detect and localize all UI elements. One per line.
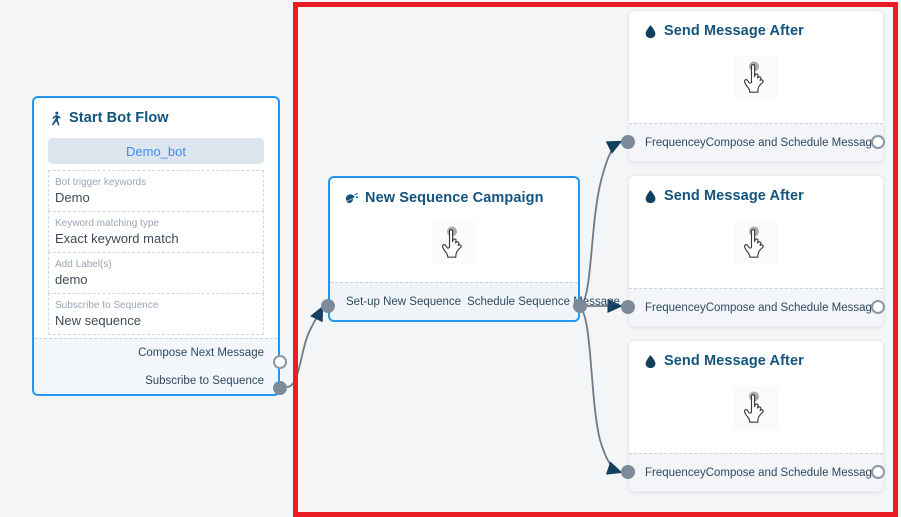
node-footer-ports: Frequencey Compose and Schedule Message [629, 288, 883, 326]
port-label-frequencey: Frequencey [645, 136, 706, 149]
megaphone-icon [345, 192, 358, 203]
node-footer-ports: Compose Next Message Subscribe to Sequen… [34, 338, 278, 394]
wire-campaign-to-card-1 [579, 140, 623, 307]
node-title: Send Message After [664, 353, 804, 369]
port-label-compose-and-schedule-message: Compose and Schedule Message [705, 301, 879, 314]
node-title: Start Bot Flow [69, 110, 169, 126]
bot-fields-list: Bot trigger keywords Demo Keyword matchi… [48, 170, 264, 335]
node-header: Send Message After [629, 11, 883, 45]
field-subscribe-to-sequence[interactable]: Subscribe to Sequence New sequence [48, 293, 264, 335]
node-header: Start Bot Flow [34, 98, 278, 132]
port-dot-subscribe-to-sequence[interactable] [273, 381, 287, 395]
node-body [629, 45, 883, 111]
field-label: Add Label(s) [55, 259, 112, 270]
port-dot-compose-next-message[interactable] [273, 355, 287, 369]
field-value: demo [55, 272, 88, 287]
port-dot-compose-and-schedule-message-2[interactable] [871, 300, 885, 314]
pointing-hand-cursor-icon [432, 221, 476, 265]
port-label: Subscribe to Sequence [145, 375, 264, 387]
field-value: Exact keyword match [55, 231, 179, 246]
port-dot-frequencey-2[interactable] [621, 300, 635, 314]
pointing-hand-cursor-icon [734, 56, 778, 100]
port-dot-frequencey-1[interactable] [621, 135, 635, 149]
port-label-frequencey: Frequencey [645, 466, 706, 479]
wire-subscribe-to-sequence [286, 305, 324, 388]
pointing-hand-cursor-icon [734, 221, 778, 265]
node-send-message-after-3[interactable]: Send Message After Frequencey Compose an… [628, 340, 884, 492]
bot-name-pill[interactable]: Demo_bot [48, 138, 264, 164]
port-dot-compose-and-schedule-message-1[interactable] [871, 135, 885, 149]
port-row-subscribe-to-sequence[interactable]: Subscribe to Sequence [34, 367, 264, 395]
field-label: Bot trigger keywords [55, 177, 147, 188]
port-label-frequencey: Frequencey [645, 301, 706, 314]
node-header: New Sequence Campaign [330, 178, 578, 212]
node-body [629, 375, 883, 441]
field-value: Demo [55, 190, 90, 205]
node-title: New Sequence Campaign [365, 190, 544, 206]
port-label-setup-new-sequence: Set-up New Sequence [346, 295, 462, 308]
field-value: New sequence [55, 313, 141, 328]
water-drop-icon [645, 24, 656, 38]
node-footer-ports: Set-up New Sequence Schedule Sequence Me… [330, 282, 620, 320]
node-body [330, 212, 578, 274]
node-new-sequence-campaign[interactable]: New Sequence Campaign Set-up New Sequenc… [328, 176, 620, 322]
node-header: Send Message After [629, 176, 883, 210]
port-label: Compose Next Message [138, 347, 264, 359]
port-dot-frequencey-3[interactable] [621, 465, 635, 479]
node-footer-ports: Frequencey Compose and Schedule Message [629, 123, 883, 161]
node-header: Send Message After [629, 341, 883, 375]
node-title: Send Message After [664, 188, 804, 204]
node-body [629, 210, 883, 276]
field-label: Keyword matching type [55, 218, 159, 229]
pointing-hand-cursor-icon [734, 386, 778, 430]
port-dot-schedule-sequence-message[interactable] [573, 299, 587, 313]
port-label-compose-and-schedule-message: Compose and Schedule Message [705, 466, 879, 479]
port-dot-setup-new-sequence[interactable] [321, 299, 335, 313]
field-bot-trigger-keywords[interactable]: Bot trigger keywords Demo [48, 170, 264, 211]
wire-campaign-to-card-3 [579, 307, 623, 475]
node-send-message-after-2[interactable]: Send Message After Frequencey Compose an… [628, 175, 884, 327]
node-send-message-after-1[interactable]: Send Message After Frequencey Compose an… [628, 10, 884, 162]
node-start-bot-flow[interactable]: Start Bot Flow Demo_bot Bot trigger keyw… [32, 96, 280, 396]
field-label: Subscribe to Sequence [55, 300, 159, 311]
running-person-icon [51, 111, 61, 125]
port-label-schedule-sequence-message: Schedule Sequence Message [467, 295, 620, 308]
node-title: Send Message After [664, 23, 804, 39]
node-footer-ports: Frequencey Compose and Schedule Message [629, 453, 883, 491]
field-keyword-matching-type[interactable]: Keyword matching type Exact keyword matc… [48, 211, 264, 252]
port-label-compose-and-schedule-message: Compose and Schedule Message [705, 136, 879, 149]
water-drop-icon [645, 189, 656, 203]
field-add-labels[interactable]: Add Label(s) demo [48, 252, 264, 293]
water-drop-icon [645, 354, 656, 368]
port-dot-compose-and-schedule-message-3[interactable] [871, 465, 885, 479]
port-row-compose-next-message[interactable]: Compose Next Message [34, 339, 264, 367]
